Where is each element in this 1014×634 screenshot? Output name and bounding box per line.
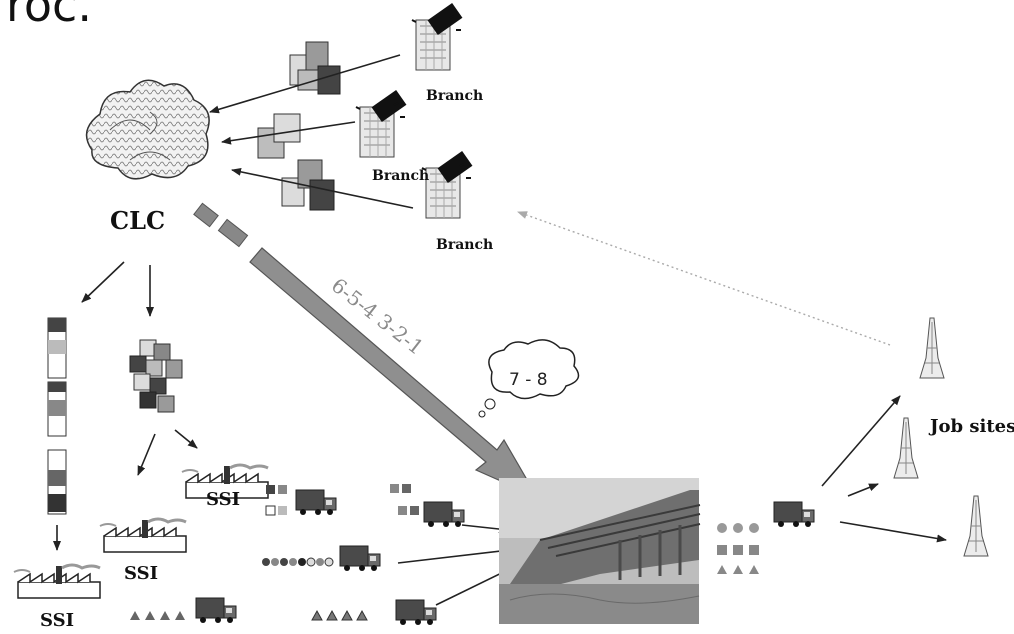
truck-icon-3 bbox=[339, 545, 381, 572]
plant-photo bbox=[499, 478, 701, 624]
jobsite-tower-icon-2 bbox=[893, 417, 919, 479]
bubble-text: 7 - 8 bbox=[509, 370, 548, 390]
clc-label: CLC bbox=[110, 206, 166, 235]
arrow-truck-to-plant-2 bbox=[397, 547, 511, 564]
ssi-label-3: SSI bbox=[40, 610, 75, 631]
arrow-branch3-to-clc bbox=[231, 167, 414, 209]
arrow-branch1-to-clc bbox=[209, 54, 401, 114]
branch-building-icon-1 bbox=[411, 2, 464, 71]
main-flow-arrow bbox=[193, 202, 539, 499]
truck-icon-4 bbox=[195, 597, 237, 624]
block-stack-icon-2 bbox=[257, 113, 301, 159]
branch-label-1: Branch bbox=[426, 88, 484, 104]
dotted-arrow-jobsites-to-branch bbox=[517, 211, 891, 346]
block-stack-icon-1 bbox=[289, 41, 341, 95]
arrow-to-jobsite-1 bbox=[821, 395, 901, 487]
truck-icon-2 bbox=[423, 501, 465, 528]
block-column-icon bbox=[47, 317, 67, 515]
material-circles bbox=[262, 557, 334, 567]
block-cluster-icon bbox=[129, 339, 183, 413]
truck-icon-1 bbox=[295, 489, 337, 516]
branch-building-icon-3 bbox=[421, 150, 474, 219]
arrow-to-jobsite-2 bbox=[847, 483, 879, 497]
truck-icon-outbound bbox=[773, 501, 815, 528]
ssi-label-2: SSI bbox=[124, 563, 159, 584]
material-squares-1 bbox=[265, 485, 287, 516]
title-fragment: roc. bbox=[6, 0, 92, 32]
branch-label-3: Branch bbox=[436, 237, 494, 253]
ssi-label-1: SSI bbox=[206, 489, 241, 510]
truck-icon-5 bbox=[395, 599, 437, 626]
material-outbound bbox=[717, 523, 759, 574]
jobsites-label: Job sites bbox=[930, 416, 1014, 437]
block-stack-icon-3 bbox=[281, 159, 335, 211]
ssi-factory-icon-2 bbox=[98, 517, 188, 554]
branch-building-icon-2 bbox=[355, 89, 408, 158]
jobsite-tower-icon-1 bbox=[919, 317, 945, 379]
arrow-branch2-to-clc bbox=[221, 121, 356, 145]
ssi-factory-icon-3 bbox=[12, 563, 102, 600]
branch-label-2: Branch bbox=[372, 168, 430, 184]
material-squares-2 bbox=[390, 484, 419, 515]
arrow-clc-down-left bbox=[81, 261, 125, 303]
arrow-to-jobsite-3 bbox=[839, 521, 947, 543]
jobsite-tower-icon-3 bbox=[963, 495, 989, 557]
arrow-cluster-to-ssi-2 bbox=[137, 433, 156, 476]
material-triangles-1 bbox=[130, 611, 185, 620]
material-triangles-2 bbox=[311, 609, 368, 621]
arrow-cluster-to-ssi-1 bbox=[174, 429, 198, 449]
thought-bubble bbox=[478, 339, 580, 418]
clc-cloud-icon bbox=[85, 79, 210, 180]
